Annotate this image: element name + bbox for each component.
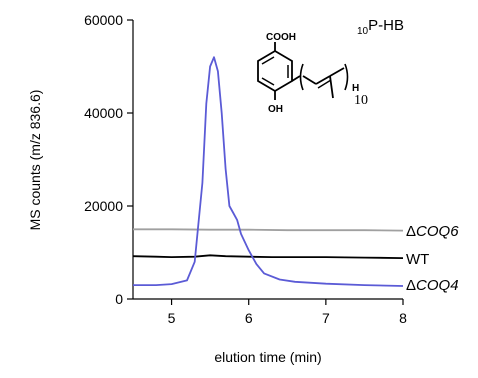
x-tick-label: 6 [245, 310, 253, 326]
y-tick-label: 60000 [84, 12, 123, 28]
side-chain-bond-4 [329, 75, 334, 99]
series-label-wt: WT [406, 251, 429, 268]
repeat-bracket-left [299, 63, 304, 91]
series-line-coq4 [133, 56, 404, 287]
y-tick-label: 0 [115, 291, 123, 307]
repeat-bracket-right [344, 63, 349, 91]
compound-annotation: 10P-HB [357, 17, 404, 37]
ring-double-bond-1 [261, 56, 275, 65]
benzene-ring [257, 49, 293, 93]
x-tick-label: 8 [399, 310, 407, 326]
x-ticks: 5 6 7 8 [168, 299, 407, 326]
side-chain-bond-1 [291, 75, 301, 82]
x-tick-label: 7 [322, 310, 330, 326]
side-chain-bond-2 [302, 75, 317, 85]
series-label-coq6: ΔCOQ6 [406, 223, 459, 240]
h-label: H [352, 83, 359, 94]
x-tick-label: 5 [168, 310, 176, 326]
side-chain-bond-5 [329, 67, 345, 77]
y-axis-label: MS counts (m/z 836.6) [27, 90, 43, 231]
y-ticks: 0 20000 40000 60000 [84, 12, 133, 307]
ring-double-bond-3 [261, 77, 275, 86]
side-chain-double-bond [317, 79, 332, 89]
hydroxyl-label: OH [268, 104, 283, 115]
series-group [132, 56, 404, 287]
chemical-structure-drawing: COOH OH H 10 [257, 32, 368, 115]
carboxyl-label: COOH [266, 32, 296, 43]
series-line-coq6 [133, 228, 404, 232]
y-tick-label: 40000 [84, 105, 123, 121]
x-axis-label: elution time (min) [214, 349, 321, 365]
y-tick-label: 20000 [84, 198, 123, 214]
series-label-coq4: ΔCOQ4 [406, 277, 459, 294]
series-line-wt [132, 254, 404, 259]
side-chain-bond-3 [315, 75, 331, 85]
repeat-count-label: 10 [354, 93, 368, 108]
